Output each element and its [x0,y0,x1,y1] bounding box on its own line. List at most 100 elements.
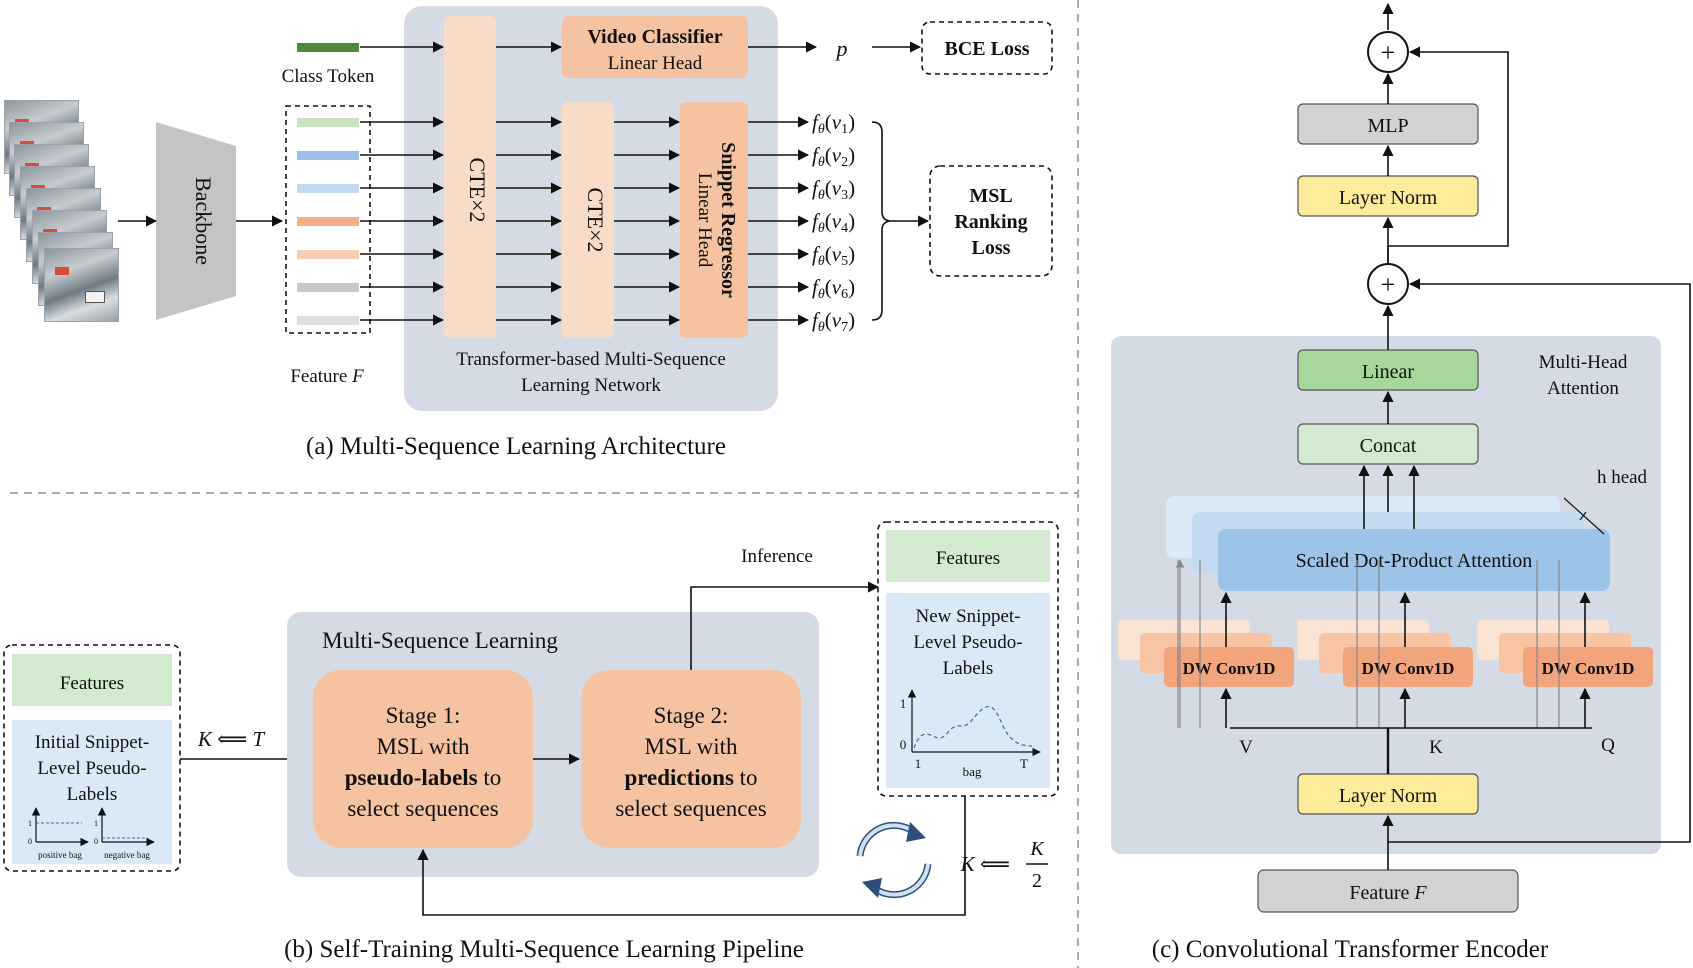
sdpa-label: Scaled Dot-Product Attention [1296,550,1533,572]
feature-token [297,316,359,325]
arrow-inference [690,581,880,670]
plot-xT: T [1020,756,1028,771]
caption-b: (b) Self-Training Multi-Sequence Learnin… [284,936,804,963]
new-features-box [877,521,1059,797]
dw-conv-label: DW Conv1D [1542,659,1635,678]
class-token-label: Class Token [282,66,375,87]
mha-panel [1111,336,1661,854]
stage-2-line4: select sequences [615,796,766,821]
snippet-score-label: fθ(v2) [812,143,855,170]
q-label: Q [1601,735,1615,756]
plus-bottom: + [1381,270,1396,299]
msl-loss-box [929,165,1053,277]
initial-labels-area [12,720,172,864]
backbone-block [156,122,236,320]
p-label: p [835,36,848,61]
video-classifier-title: Video Classifier [587,26,722,48]
feature-label: Feature F [290,366,364,387]
snippet-score-label: fθ(v3) [812,176,855,203]
features-left-label: Features [60,673,124,694]
mha-line1: Multi-Head [1539,352,1628,373]
k-half-lhs: K ⟸ [960,852,1010,876]
features-header-left [12,654,172,706]
initial-line2: Level Pseudo- [37,758,146,779]
dw-conv-block [1523,647,1653,687]
bce-loss-box [921,21,1053,75]
network-label-line1: Transformer-based Multi-Sequence [456,349,726,370]
arrow-feedback [417,796,966,916]
dw-conv-block [1164,647,1294,687]
stage-2-block [581,670,801,848]
initial-line1: Initial Snippet- [35,732,150,753]
video-frame [44,248,119,322]
stage-2-line1: Stage 2: [654,703,729,728]
stage-2-line2: MSL with [644,734,738,759]
features-right-label: Features [936,548,1000,569]
feature-tokens [297,118,359,325]
feature-token-box [285,105,371,334]
dw-conv-label: DW Conv1D [1362,659,1455,678]
new-line1: New Snippet- [915,606,1020,627]
snippet-score-label: fθ(v5) [812,242,855,269]
h-head-label: h head [1597,467,1648,488]
residual-skip-bottom [1388,278,1691,843]
new-line2: Level Pseudo- [913,632,1022,653]
stage-2-line3: predictions to [624,765,757,790]
video-classifier-block [562,16,748,78]
negative-bag-plot: 1 0 negative bag [94,807,155,860]
mini-zero-neg: 0 [94,837,98,846]
concat-label: Concat [1360,435,1417,457]
positive-bag-plot: 1 0 positive bag [28,807,89,860]
stage-1-block [313,670,533,848]
layer-norm-bottom-label: Layer Norm [1339,785,1438,807]
inference-label: Inference [741,546,813,567]
feature-token [297,151,359,160]
sdpa-block [1218,529,1610,591]
k-label: K [1429,737,1443,758]
feature-input-label: Feature F [1349,882,1427,904]
feature-token [297,283,359,292]
cte-2-label: CTE×2 [583,188,608,253]
mlp-label: MLP [1367,115,1408,137]
plot-y1: 1 [900,696,907,711]
msl-loss-line1: MSL [969,185,1012,207]
h-head-tick [1579,511,1587,521]
feature-token [297,184,359,193]
plot-x1: 1 [915,756,922,771]
cte-1-label: CTE×2 [465,158,490,223]
negative-bag-label: negative bag [104,850,150,860]
snippet-score-label: fθ(v4) [812,209,855,236]
stage-1-line2: MSL with [376,734,470,759]
token-flow-arrows [360,116,810,326]
mini-one-neg: 1 [94,819,98,828]
plot-y0: 0 [900,737,907,752]
cycle-icon [856,821,932,899]
features-header-right [886,530,1050,582]
cte-block-2 [562,102,614,338]
mha-line2: Attention [1547,378,1619,399]
video-frames [0,100,130,340]
plot-xlabel: bag [963,764,982,779]
mini-one-pos: 1 [28,819,32,828]
dw-conv-block [1343,647,1473,687]
k-assign-t: K ⟸ T [197,727,266,751]
linear-label: Linear [1362,361,1415,383]
caption-a: (a) Multi-Sequence Learning Architecture [306,433,726,460]
k-half-num: K [1029,838,1045,860]
snippet-score-label: fθ(v1) [812,110,855,137]
feature-token [297,250,359,259]
panel-a: Backbone Class Token Feature F CTE×2 CTE… [118,6,1053,460]
backbone-label: Backbone [191,177,216,265]
mini-zero-pos: 0 [28,837,32,846]
feature-token [297,217,359,226]
snippet-score-outputs: fθ(v1)fθ(v2)fθ(v3)fθ(v4)fθ(v5)fθ(v6)fθ(v… [812,110,855,335]
feature-token [297,118,359,127]
positive-bag-label: positive bag [38,850,82,860]
panel-b: Features Initial Snippet- Level Pseudo- … [3,521,1059,963]
layer-norm-top-label: Layer Norm [1339,187,1438,209]
output-brace [871,121,891,321]
new-line3: Labels [943,658,994,679]
